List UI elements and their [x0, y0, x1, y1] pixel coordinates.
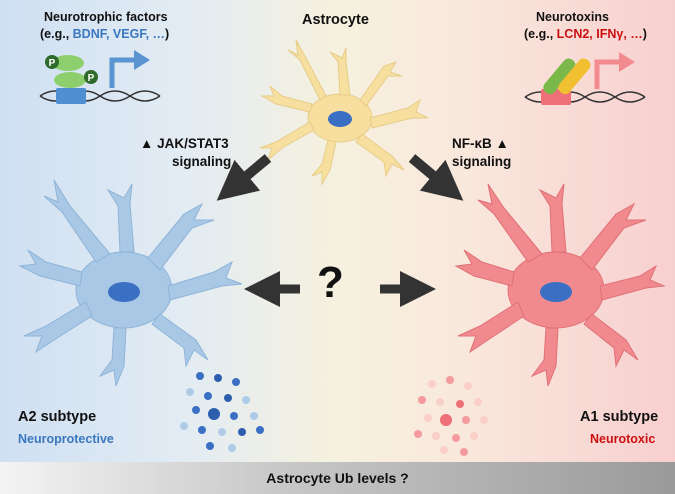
nfkb-label: NF-κB ▲: [452, 136, 509, 151]
neuroprotective-dots: [180, 372, 264, 452]
neurotrophic-gene-icon: [39, 50, 161, 104]
a1-subtype-label: A1 subtype: [580, 409, 659, 425]
neurotoxic-dots: [414, 376, 488, 456]
phospho-label-2: P: [88, 73, 95, 84]
arrow-to-a1: [408, 154, 464, 201]
a2-astrocyte-cell: [18, 179, 243, 387]
neurotoxin-examples: (e.g., LCN2, IFNγ, …): [524, 27, 647, 41]
a2-nucleus: [108, 282, 140, 302]
neurotrophic-title: Neurotrophic factors: [44, 10, 168, 24]
neurotrophic-examples-prefix: (e.g.,: [40, 27, 73, 41]
phospho-marker-icon: [45, 55, 98, 84]
neurotrophic-examples: (e.g., BDNF, VEGF, …): [40, 27, 169, 41]
ub-levels-bar: Astrocyte Ub levels ?: [0, 462, 675, 494]
a2-role-label: Neuroprotective: [18, 432, 114, 446]
a1-nucleus: [540, 282, 572, 302]
neurotoxin-examples-prefix: (e.g.,: [524, 27, 557, 41]
astrocyte-cell: [259, 39, 429, 186]
phospho-label-1: P: [49, 58, 56, 69]
neurotrophic-examples-suffix: ): [165, 27, 170, 41]
ub-levels-label: Astrocyte Ub levels ?: [266, 470, 409, 486]
astrocyte-nucleus: [328, 111, 352, 127]
neurotoxin-examples-list: LCN2, IFNγ, …: [556, 27, 643, 41]
neurotoxin-gene-icon: [524, 52, 646, 105]
question-mark: ?: [317, 258, 344, 307]
a2-subtype-label: A2 subtype: [18, 409, 97, 425]
neurotoxin-title: Neurotoxins: [536, 10, 609, 24]
jak-stat3-signaling-label: signaling: [172, 154, 232, 169]
neurotrophic-examples-list: BDNF, VEGF, …: [72, 27, 166, 41]
a1-role-label: Neurotoxic: [590, 432, 656, 446]
arrow-to-a2: [216, 154, 272, 201]
neurotoxin-examples-suffix: ): [642, 27, 647, 41]
astrocyte-label: Astrocyte: [302, 12, 369, 28]
nfkb-signaling-label: signaling: [452, 154, 512, 169]
jak-stat3-label: ▲ JAK/STAT3: [140, 136, 229, 151]
